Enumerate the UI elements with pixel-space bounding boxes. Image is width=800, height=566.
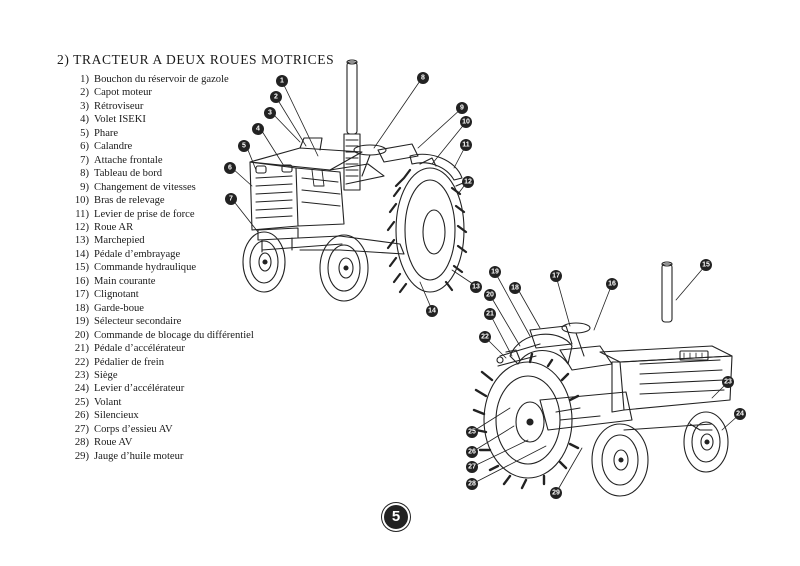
list-item: 11)Levier de prise de force xyxy=(75,208,195,220)
svg-text:14: 14 xyxy=(428,308,436,315)
list-item: 9)Changement de vitesses xyxy=(80,181,196,193)
list-item: 22)Pédalier de frein xyxy=(74,356,165,368)
list-item: 14)Pédale d’embrayage xyxy=(74,248,181,260)
callout-leaders xyxy=(231,77,741,494)
list-item: 8)Tableau de bord xyxy=(80,168,163,180)
list-item: 28)Roue AV xyxy=(74,437,133,449)
svg-text:8: 8 xyxy=(421,75,425,82)
svg-text:2: 2 xyxy=(274,94,278,101)
svg-text:10: 10 xyxy=(462,119,470,126)
svg-text:22: 22 xyxy=(481,334,489,341)
svg-text:6: 6 xyxy=(228,165,232,172)
list-item: 12)Roue AR xyxy=(74,221,134,233)
tractor-front-view xyxy=(242,59,471,302)
svg-text:19: 19 xyxy=(491,269,499,276)
list-item: 21)Pédale d’accélérateur xyxy=(74,343,185,355)
list-item: 18)Garde-boue xyxy=(74,302,144,314)
svg-text:23: 23 xyxy=(724,379,732,386)
list-item: 24)Levier d’accélérateur xyxy=(74,383,185,395)
list-item: 27)Corps d’essieu AV xyxy=(74,423,173,435)
svg-text:27: 27 xyxy=(468,464,476,471)
svg-text:9: 9 xyxy=(460,105,464,112)
svg-text:21: 21 xyxy=(486,311,494,318)
list-item: 5)Phare xyxy=(80,127,119,139)
list-item: 15)Commande hydraulique xyxy=(74,262,197,274)
svg-text:15: 15 xyxy=(702,262,710,269)
callout-markers: 1 2 3 4 5 6 7 8 9 10 11 12 13 14 15 16 1… xyxy=(224,72,746,499)
svg-text:24: 24 xyxy=(736,411,744,418)
svg-text:29: 29 xyxy=(552,490,560,497)
list-item: 16)Main courante xyxy=(74,275,156,287)
list-item: 26)Silencieux xyxy=(74,410,139,422)
list-item: 17)Clignotant xyxy=(74,289,139,301)
parts-list: 1)Bouchon du réservoir de gazole 2)Capot… xyxy=(62,73,254,463)
list-item: 1)Bouchon du réservoir de gazole xyxy=(80,74,229,85)
list-item: 13)Marchepied xyxy=(74,235,145,247)
list-item: 6)Calandre xyxy=(80,141,133,153)
list-item: 10)Bras de relevage xyxy=(74,195,165,207)
list-item: 23)Siège xyxy=(74,369,118,381)
svg-text:4: 4 xyxy=(256,126,260,133)
list-item: 7)Attache frontale xyxy=(80,154,163,166)
list-item: 2)Capot moteur xyxy=(80,87,152,99)
page-title: 2) TRACTEUR A DEUX ROUES MOTRICES xyxy=(57,52,335,67)
list-item: 25)Volant xyxy=(74,396,122,408)
svg-text:25: 25 xyxy=(468,429,476,436)
list-item: 4)Volet ISEKI xyxy=(80,114,146,126)
list-item: 29)Jauge d’huile moteur xyxy=(74,450,184,462)
svg-text:18: 18 xyxy=(511,285,519,292)
svg-text:26: 26 xyxy=(468,449,476,456)
svg-text:1: 1 xyxy=(280,78,284,85)
svg-text:20: 20 xyxy=(486,292,494,299)
svg-text:16: 16 xyxy=(608,281,616,288)
tractor-rear-view xyxy=(472,261,733,497)
list-item: 20)Commande de blocage du différentiel xyxy=(74,329,254,341)
svg-text:17: 17 xyxy=(552,273,560,280)
svg-text:7: 7 xyxy=(229,196,233,203)
page-number: 5 xyxy=(384,505,408,529)
svg-text:12: 12 xyxy=(464,179,472,186)
svg-text:11: 11 xyxy=(462,142,470,149)
svg-text:5: 5 xyxy=(242,143,246,150)
list-item: 19)Sélecteur secondaire xyxy=(74,316,182,328)
svg-text:28: 28 xyxy=(468,481,476,488)
svg-text:13: 13 xyxy=(472,284,480,291)
svg-text:3: 3 xyxy=(268,110,272,117)
list-item: 3)Rétroviseur xyxy=(80,100,144,112)
